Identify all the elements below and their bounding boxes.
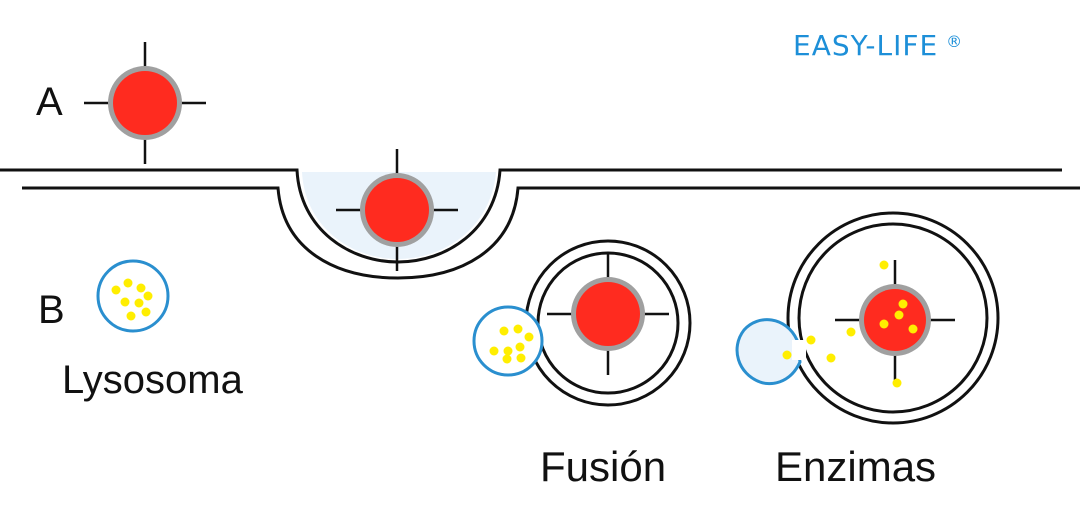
merged-lysosome xyxy=(735,318,802,386)
brand-name: EASY-LIFE xyxy=(793,29,939,62)
enzymes-label: Enzimas xyxy=(775,443,937,490)
registered-mark: ® xyxy=(946,32,964,51)
red-particle-icon xyxy=(547,253,669,375)
enzyme-dot-icon xyxy=(782,260,918,388)
red-particle-icon xyxy=(336,149,458,271)
fusion-label: Fusión xyxy=(540,443,667,490)
red-particle-icon xyxy=(835,260,955,380)
enzyme-dot-icon xyxy=(111,278,153,321)
red-particle-icon xyxy=(84,42,206,164)
lysosome-icon xyxy=(472,305,544,377)
step-b-label: B xyxy=(38,288,65,332)
brand-logo: EASY-LIFE ® xyxy=(793,32,963,60)
lysosome-icon xyxy=(96,259,170,333)
lysosome-label: Lysosoma xyxy=(62,358,243,402)
step-a-label: A xyxy=(36,80,63,124)
membrane-inner-line xyxy=(22,186,1080,280)
enzyme-dot-icon xyxy=(489,324,534,364)
phagosome-fusion xyxy=(524,239,692,407)
phagolysosome xyxy=(735,211,1000,425)
